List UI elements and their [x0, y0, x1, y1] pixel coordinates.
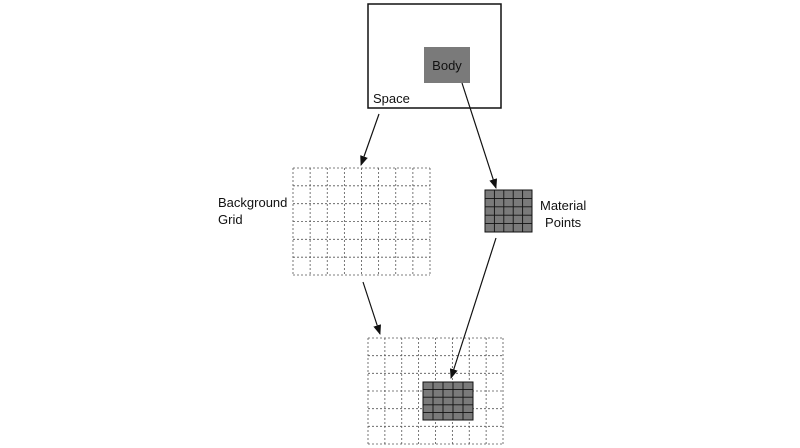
arrow-grid-to-combined [362, 281, 382, 335]
material-points-label: Material Points [540, 197, 586, 231]
background-grid-label-line1: Background [218, 195, 288, 210]
material-points-grid [484, 189, 533, 233]
arrow-material-points-to-combined [449, 237, 497, 379]
body-box [424, 47, 470, 83]
combined-grid [367, 337, 504, 445]
material-points-grid-fill [484, 189, 533, 233]
background-grid-label: Background Grid [218, 194, 287, 228]
background-grid-label-line2: Grid [218, 212, 243, 227]
combined-material-points-fill [422, 381, 474, 421]
arrow-body-to-material-points [461, 82, 498, 189]
arrow-space-to-grid [360, 113, 380, 166]
material-points-label-line2: Points [545, 215, 582, 230]
body-label: Body [432, 58, 462, 73]
background-grid [292, 167, 431, 276]
space-label: Space [373, 91, 410, 106]
material-points-label-line1: Material [540, 198, 587, 213]
